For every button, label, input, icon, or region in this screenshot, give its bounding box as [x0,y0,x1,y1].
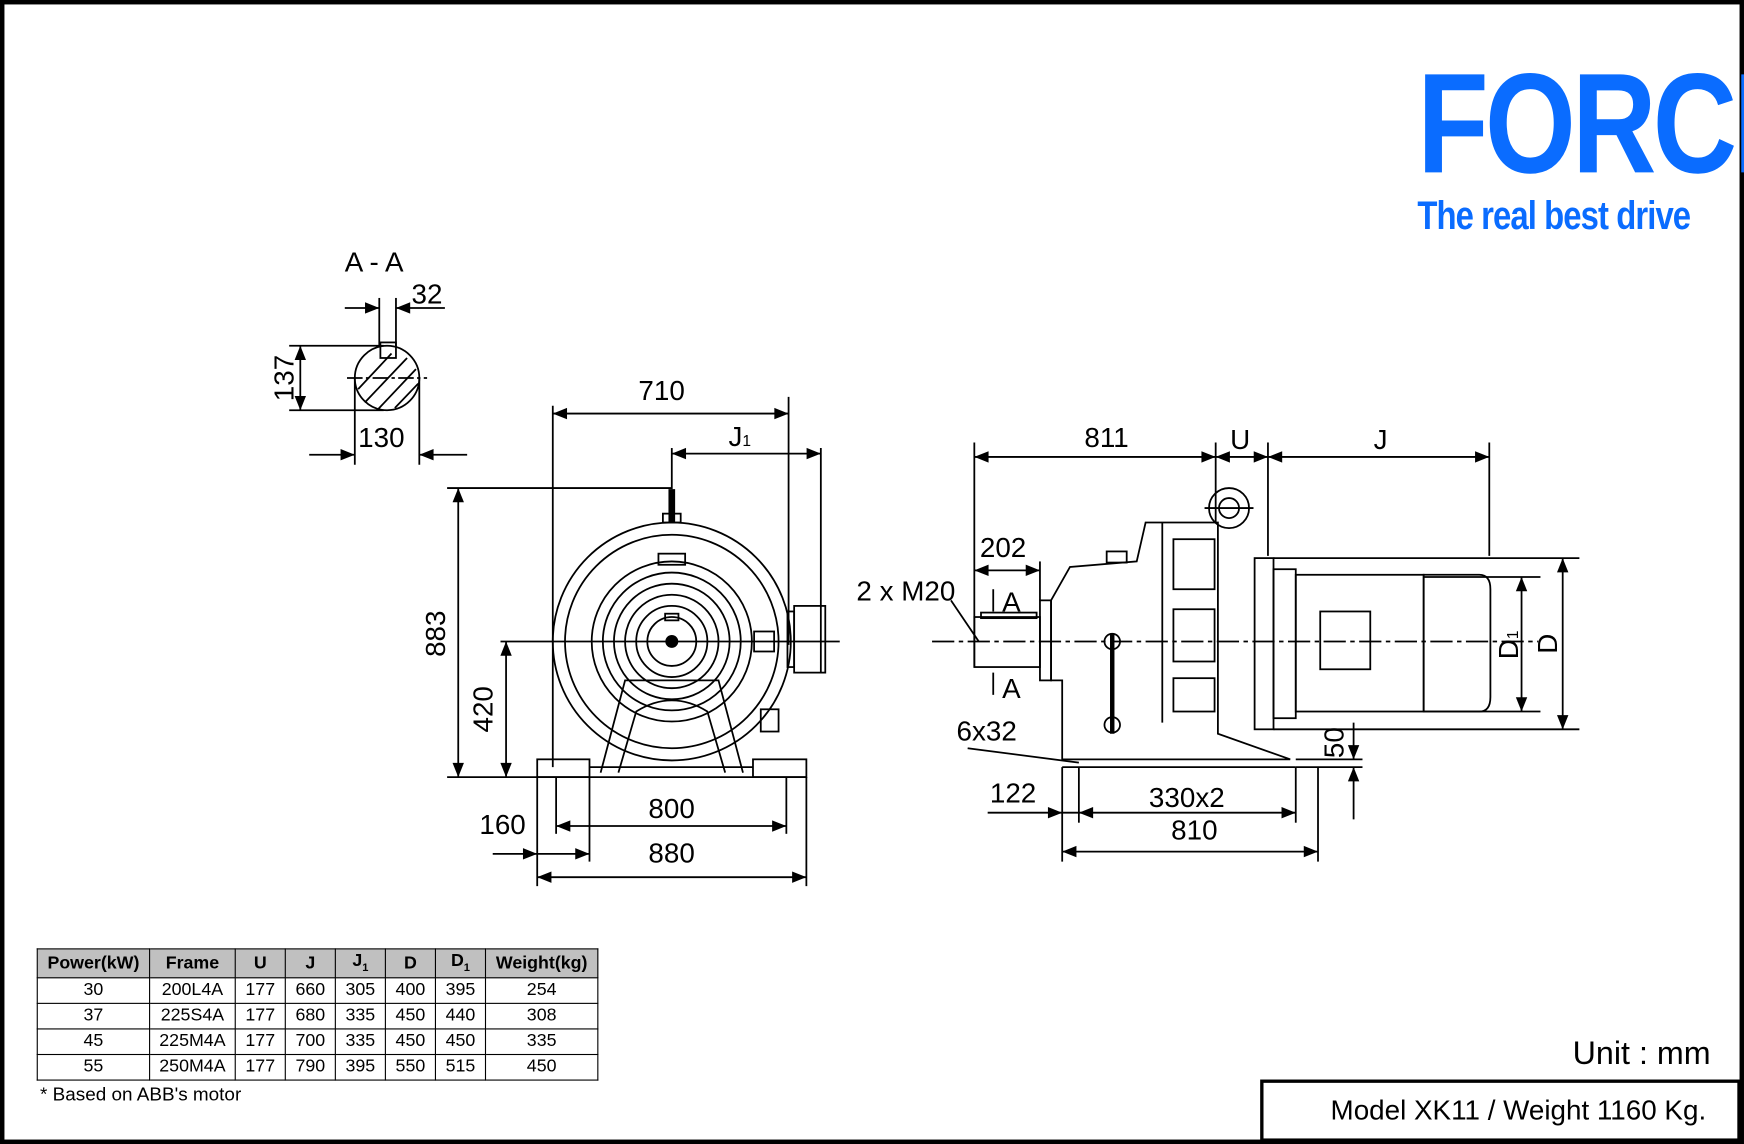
dim-j1: J1 [729,421,752,452]
unit-label: Unit : mm [1572,1036,1711,1072]
dim-j: J [1374,424,1388,455]
dim-base-offset: 122 [990,778,1036,809]
dim-total-height: 883 [420,611,451,657]
dim-base-width: 880 [648,838,694,869]
dim-d1: D1 [1493,630,1524,659]
section-a-a [289,297,468,465]
spec-table: Power(kW) Frame U J J1 D D1 Weight(kg) 3… [36,948,599,1081]
dim-foot-span: 800 [648,793,694,824]
dim-key-width: 32 [412,279,443,310]
dim-811: 811 [1084,422,1128,453]
section-title: A - A [345,246,404,277]
dim-section-diameter: 130 [358,422,404,453]
dim-foot-spacing: 330x2 [1149,782,1225,813]
model-label: Model XK11 / Weight 1160 Kg. [1330,1095,1707,1127]
dim-base-length: 810 [1171,814,1217,845]
table-header-row: Power(kW) Frame U J J1 D D1 Weight(kg) [36,948,599,979]
dim-d: D [1532,634,1563,654]
section-mark-top: A [1002,586,1021,617]
dim-center-height: 420 [468,686,499,732]
section-mark-bottom: A [1002,673,1021,704]
dim-section-height: 137 [269,355,300,401]
dim-u: U [1230,424,1250,455]
force-logo: FORCE The real best drive [1390,53,1744,238]
table-note: * Based on ABB's motor [40,1083,242,1106]
bolt-label: 2 x M20 [856,575,955,606]
front-view [447,396,840,887]
side-view [932,442,1580,862]
logo-tagline: The real best drive [1417,192,1691,238]
dim-base-thickness: 50 [1319,727,1350,758]
model-title-box: Model XK11 / Weight 1160 Kg. [1260,1079,1741,1142]
dim-foot-width: 160 [479,809,525,840]
holes-label: 6x32 [957,715,1017,746]
dim-front-width: 710 [638,375,684,406]
dim-shaft-length: 202 [980,532,1026,563]
